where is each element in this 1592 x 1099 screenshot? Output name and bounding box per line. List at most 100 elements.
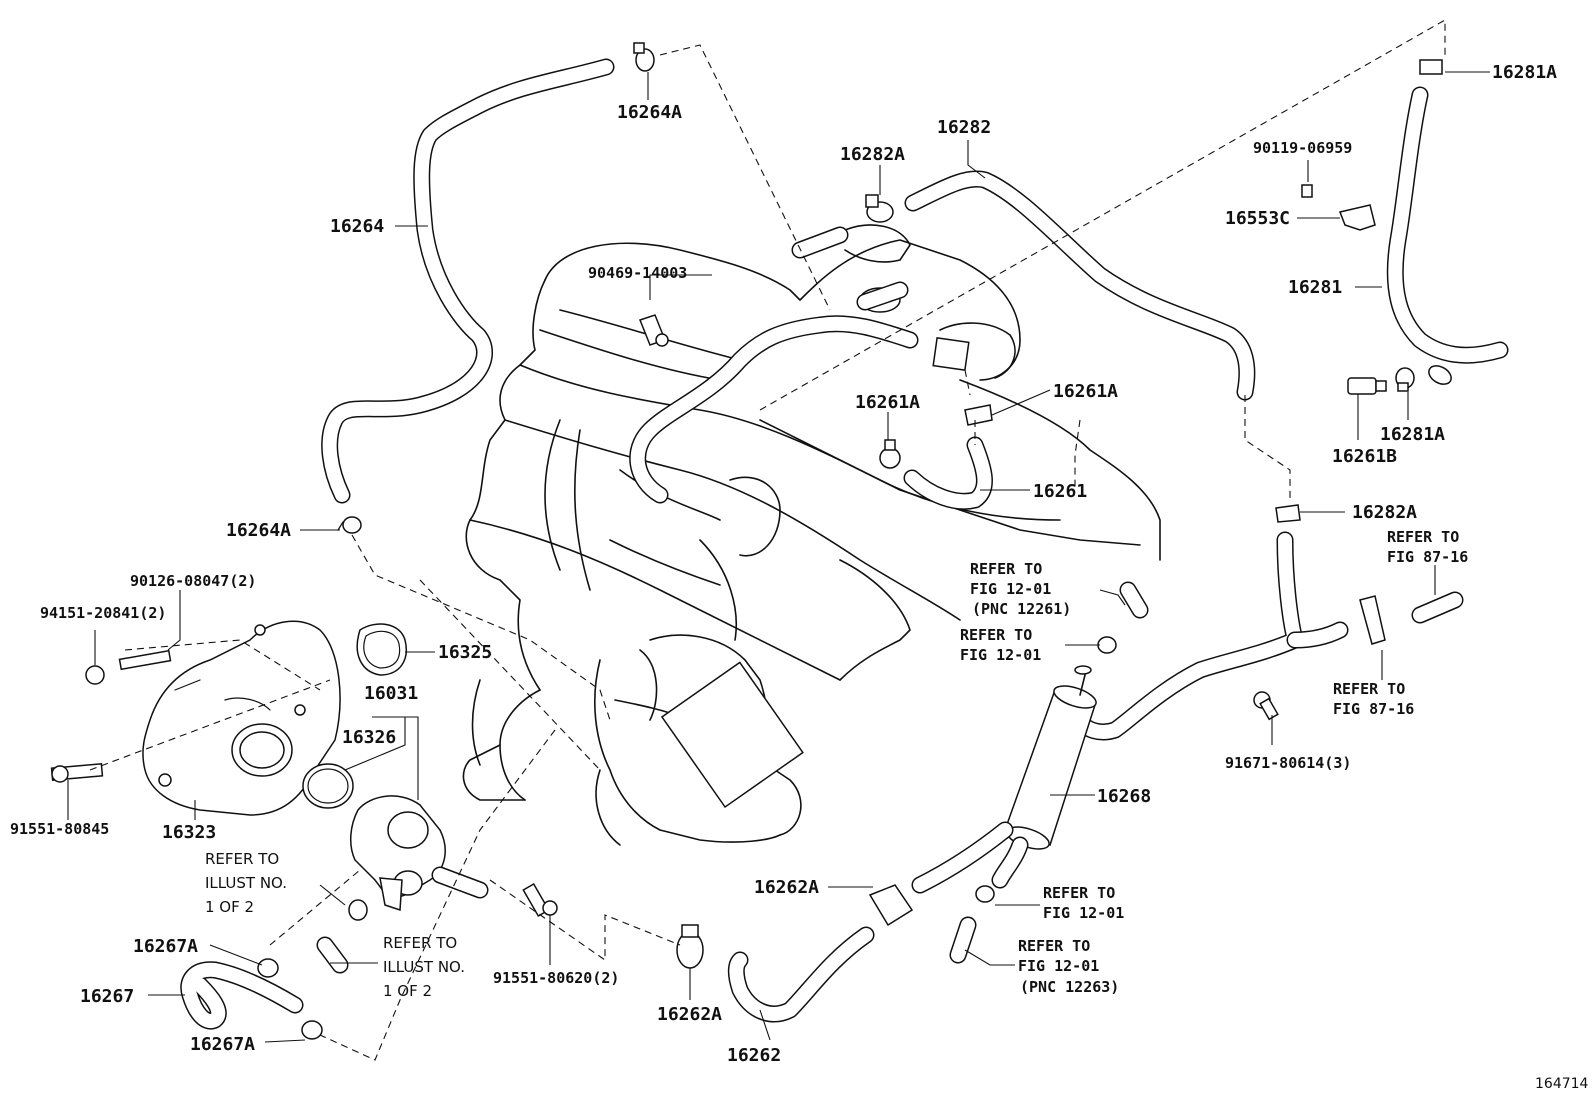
svg-text:REFER TO: REFER TO xyxy=(1043,884,1115,902)
gasket-16325 xyxy=(356,623,407,676)
svg-text:1 OF 2: 1 OF 2 xyxy=(383,982,432,1000)
refer-note-illust-a: REFER TO ILLUST NO. 1 OF 2 xyxy=(205,850,287,916)
clamp-16282A-right xyxy=(1275,504,1301,523)
svg-text:FIG 12-01: FIG 12-01 xyxy=(970,580,1051,598)
hose-16281 xyxy=(1386,86,1509,385)
clamp-16261A-right xyxy=(964,404,993,426)
bolt-91551-620 xyxy=(522,882,558,918)
svg-text:ILLUST NO.: ILLUST NO. xyxy=(383,958,465,976)
label-16262A-low: 16262A xyxy=(657,1004,722,1025)
clamp-16281A-top xyxy=(1419,59,1443,75)
refer-note-fig87-16-a: REFER TO FIG 87-16 xyxy=(1387,528,1468,566)
svg-text:REFER TO: REFER TO xyxy=(383,934,457,952)
label-90119-06959: 90119-06959 xyxy=(1253,139,1352,157)
clamps xyxy=(50,42,1443,1040)
part-labels: 16264A 16264 16264A 90469-14003 16282A 1… xyxy=(10,62,1557,1066)
clamp-16262A-low xyxy=(676,924,704,969)
refer-note-fig87-16-b: REFER TO FIG 87-16 xyxy=(1333,680,1414,718)
svg-text:(PNC 12263): (PNC 12263) xyxy=(1020,978,1119,996)
gasket-16326 xyxy=(302,763,354,809)
svg-text:(PNC 12261): (PNC 12261) xyxy=(972,600,1071,618)
svg-text:FIG 87-16: FIG 87-16 xyxy=(1387,548,1468,566)
sensor-16261B xyxy=(1347,377,1387,395)
label-91551-80620: 91551-80620(2) xyxy=(493,969,619,987)
clamp-16267A-top xyxy=(257,958,279,978)
hose-short-right xyxy=(949,581,1464,964)
label-16264A-mid: 16264A xyxy=(226,520,291,541)
svg-text:REFER TO: REFER TO xyxy=(960,626,1032,644)
label-16267A-top: 16267A xyxy=(133,936,198,957)
clamp-16264A-mid xyxy=(337,516,362,534)
refer-note-illust-b: REFER TO ILLUST NO. 1 OF 2 xyxy=(383,934,465,1000)
label-16282: 16282 xyxy=(937,117,991,138)
leader-lines xyxy=(67,71,1490,1043)
clamp-refer-3 xyxy=(975,885,995,903)
svg-text:REFER TO: REFER TO xyxy=(1018,937,1090,955)
outlet-16031 xyxy=(350,795,489,912)
refer-notes: REFER TO FIG 12-01 (PNC 12261) REFER TO … xyxy=(205,528,1468,1000)
label-16281A-top: 16281A xyxy=(1492,62,1557,83)
label-16326: 16326 xyxy=(342,727,396,748)
clamp-16282A-top xyxy=(865,194,894,223)
label-16282A-right: 16282A xyxy=(1352,502,1417,523)
label-16325: 16325 xyxy=(438,642,492,663)
housing-16323 xyxy=(142,620,341,816)
svg-text:FIG 12-01: FIG 12-01 xyxy=(1043,904,1124,922)
bolt-91551-845 xyxy=(50,763,104,783)
svg-text:REFER TO: REFER TO xyxy=(1333,680,1405,698)
hose-16264 xyxy=(321,58,615,504)
label-16267: 16267 xyxy=(80,986,134,1007)
label-16282A-top: 16282A xyxy=(840,144,905,165)
svg-text:1 OF 2: 1 OF 2 xyxy=(205,898,254,916)
refer-note-fig12-01-a: REFER TO FIG 12-01 xyxy=(960,626,1041,664)
dashed-lines xyxy=(89,19,1446,1061)
bolt-91671 xyxy=(1253,691,1279,721)
label-16268: 16268 xyxy=(1097,786,1151,807)
figure-number: 164714 xyxy=(1535,1076,1589,1092)
label-16261A-right: 16261A xyxy=(1053,381,1118,402)
clamp-16261A-left xyxy=(879,439,901,469)
label-16264A-top: 16264A xyxy=(617,102,682,123)
hose-16267 xyxy=(180,936,349,1030)
bolt-94151 xyxy=(85,665,105,685)
label-16031: 16031 xyxy=(364,683,418,704)
svg-text:REFER TO: REFER TO xyxy=(205,850,279,868)
label-16262: 16262 xyxy=(727,1045,781,1066)
svg-text:REFER TO: REFER TO xyxy=(970,560,1042,578)
clamp-16267A-low xyxy=(301,1020,323,1040)
svg-text:REFER TO: REFER TO xyxy=(1387,528,1459,546)
pipe-16268 xyxy=(911,531,1349,894)
label-16553C: 16553C xyxy=(1225,208,1290,229)
clip-90469 xyxy=(639,314,669,347)
hose-16261 xyxy=(903,436,993,510)
label-16262A-mid: 16262A xyxy=(754,877,819,898)
clamp-refer-4 xyxy=(1359,595,1386,645)
label-16323: 16323 xyxy=(162,822,216,843)
clamp-16262A-mid xyxy=(868,884,914,927)
refer-note-fig12-01-b: REFER TO FIG 12-01 xyxy=(1043,884,1124,922)
refer-note-pnc12263: REFER TO FIG 12-01 (PNC 12263) xyxy=(1018,937,1119,996)
svg-text:ILLUST NO.: ILLUST NO. xyxy=(205,874,287,892)
hose-16262 xyxy=(727,926,875,1023)
clamp-refer-1 xyxy=(348,899,368,921)
bolt-90119 xyxy=(1301,184,1313,198)
label-94151-20841: 94151-20841(2) xyxy=(40,604,166,622)
refer-note-pnc12261: REFER TO FIG 12-01 (PNC 12261) xyxy=(970,560,1071,618)
engine-assembly xyxy=(462,224,1161,846)
hose-16282 xyxy=(904,170,1256,401)
svg-text:FIG 12-01: FIG 12-01 xyxy=(1018,957,1099,975)
bracket-16553C xyxy=(1338,204,1376,231)
label-91671-80614: 91671-80614(3) xyxy=(1225,754,1351,772)
label-16261A-left: 16261A xyxy=(855,392,920,413)
clamp-16281A-low xyxy=(1395,367,1415,392)
svg-text:FIG 87-16: FIG 87-16 xyxy=(1333,700,1414,718)
label-16281A-low: 16281A xyxy=(1380,424,1445,445)
label-16261: 16261 xyxy=(1033,481,1087,502)
label-16267A-low: 16267A xyxy=(190,1034,255,1055)
clamp-refer-2 xyxy=(1097,636,1117,654)
label-16264: 16264 xyxy=(330,216,384,237)
clamp-16264A-top xyxy=(633,42,655,72)
hose-engine-top xyxy=(629,226,919,504)
label-91551-80845: 91551-80845 xyxy=(10,820,109,838)
